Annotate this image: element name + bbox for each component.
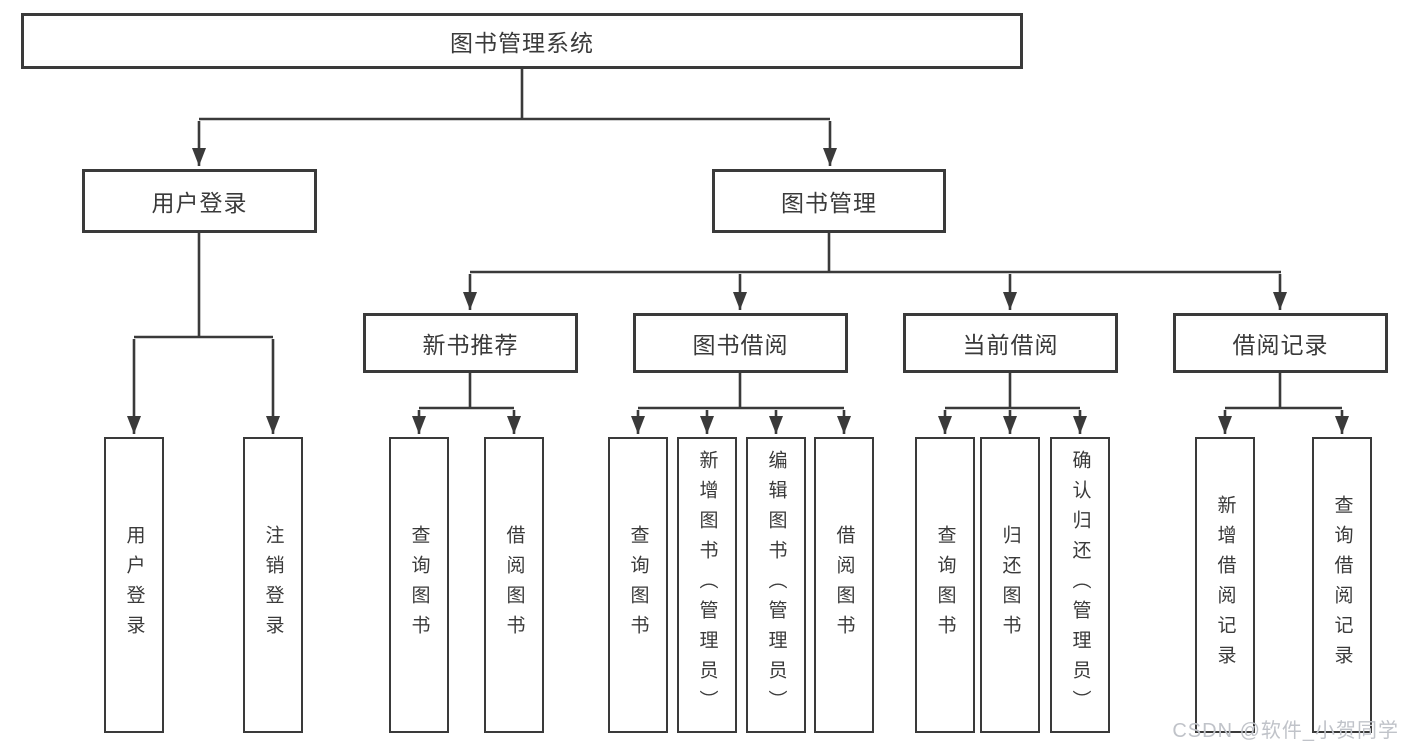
node-book-borrow: 图书借阅 <box>633 313 848 373</box>
node-user-login: 用户登录 <box>82 169 317 233</box>
node-current-borrow: 当前借阅 <box>903 313 1118 373</box>
leaf-bookborrow-edit-book-admin-label: 编辑图书（管理员） <box>765 450 787 720</box>
node-new-book-recommend: 新书推荐 <box>363 313 578 373</box>
node-book-borrow-label: 图书借阅 <box>692 332 789 358</box>
leaf-record-add-borrow-record-label: 新增借阅记录 <box>1214 495 1236 675</box>
leaf-currentborrow-query-book: 查询图书 <box>915 437 975 733</box>
leaf-user-login-label: 用户登录 <box>123 525 145 645</box>
leaf-bookborrow-borrow-book-label: 借阅图书 <box>833 525 855 645</box>
leaf-currentborrow-confirm-return-admin: 确认归还（管理员） <box>1050 437 1110 733</box>
leaf-logout-login: 注销登录 <box>243 437 303 733</box>
node-root-label: 图书管理系统 <box>450 30 594 56</box>
leaf-newbook-query-book: 查询图书 <box>389 437 449 733</box>
node-book-management: 图书管理 <box>712 169 946 233</box>
leaf-bookborrow-query-book: 查询图书 <box>608 437 668 733</box>
edge-bookborrow-tee <box>638 373 844 410</box>
edge-bookmgmt-tee <box>470 233 1281 274</box>
leaf-currentborrow-confirm-return-admin-label: 确认归还（管理员） <box>1069 450 1091 720</box>
node-current-borrow-label: 当前借阅 <box>962 332 1059 358</box>
node-user-login-label: 用户登录 <box>151 190 248 216</box>
leaf-record-query-borrow-record: 查询借阅记录 <box>1312 437 1372 733</box>
edge-newbook-tee <box>419 373 514 410</box>
node-borrow-record: 借阅记录 <box>1173 313 1388 373</box>
edge-borrowrecord-tee <box>1225 373 1342 410</box>
leaf-bookborrow-add-book-admin: 新增图书（管理员） <box>677 437 737 733</box>
leaf-currentborrow-return-book: 归还图书 <box>980 437 1040 733</box>
node-root: 图书管理系统 <box>21 13 1023 69</box>
node-book-management-label: 图书管理 <box>781 190 877 216</box>
leaf-currentborrow-query-book-label: 查询图书 <box>934 525 956 645</box>
edge-root-tee <box>199 69 830 121</box>
leaf-newbook-borrow-book-label: 借阅图书 <box>503 525 525 645</box>
node-new-book-recommend-label: 新书推荐 <box>422 332 519 358</box>
leaf-record-add-borrow-record: 新增借阅记录 <box>1195 437 1255 733</box>
csdn-watermark: CSDN @软件_小贺同学 <box>1172 720 1399 742</box>
leaf-newbook-borrow-book: 借阅图书 <box>484 437 544 733</box>
leaf-bookborrow-edit-book-admin: 编辑图书（管理员） <box>746 437 806 733</box>
leaf-logout-login-label: 注销登录 <box>262 525 284 645</box>
edge-userlogin-tee <box>134 233 273 339</box>
leaf-bookborrow-query-book-label: 查询图书 <box>627 525 649 645</box>
leaf-bookborrow-borrow-book: 借阅图书 <box>814 437 874 733</box>
leaf-user-login: 用户登录 <box>104 437 164 733</box>
leaf-bookborrow-add-book-admin-label: 新增图书（管理员） <box>696 450 718 720</box>
leaf-newbook-query-book-label: 查询图书 <box>408 525 430 645</box>
edge-currentborrow-tee <box>945 373 1080 410</box>
node-borrow-record-label: 借阅记录 <box>1232 332 1329 358</box>
leaf-record-query-borrow-record-label: 查询借阅记录 <box>1331 495 1353 675</box>
leaf-currentborrow-return-book-label: 归还图书 <box>999 525 1021 645</box>
